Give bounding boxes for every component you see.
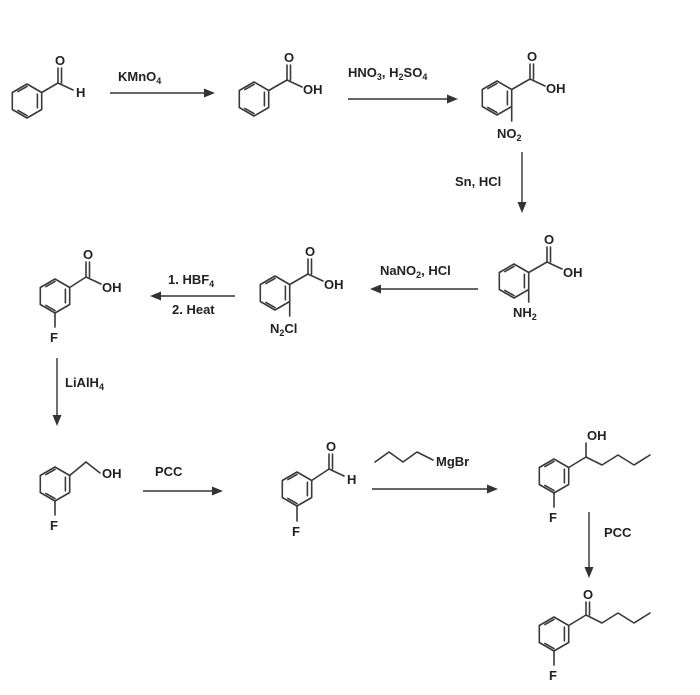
reagent-pcc-1: PCC — [155, 464, 183, 479]
benzene-ring — [39, 278, 71, 314]
grignard-reagent: MgBr — [374, 451, 469, 469]
hydrogen-label: H — [347, 472, 356, 487]
benzene-ring — [538, 458, 570, 494]
reaction-arrow-5 — [150, 291, 235, 301]
hydroxyl-label: OH — [587, 428, 607, 443]
hydroxyl-label: OH — [303, 82, 323, 97]
reagent-nitration: HNO3, H2SO4 — [348, 65, 427, 82]
oxygen-label: O — [527, 49, 537, 64]
benzene-ring — [238, 81, 270, 117]
molecule-3-nitrobenzoic-acid: O OH NO2 — [481, 49, 566, 143]
reaction-arrow-9 — [584, 512, 594, 578]
oxygen-label: O — [83, 247, 93, 262]
molecule-1-(3-fluorophenyl)pentan-1-one: O F — [538, 587, 651, 683]
hydroxyl-label: OH — [102, 280, 122, 295]
fluorine-label: F — [50, 518, 58, 533]
molecule-1-(3-fluorophenyl)pentan-1-ol: OH F — [538, 428, 651, 525]
fluorine-label: F — [292, 524, 300, 539]
oxygen-label: O — [326, 439, 336, 454]
reagent-sn-hcl: Sn, HCl — [455, 174, 501, 189]
hydroxyl-label: OH — [563, 265, 583, 280]
reaction-arrow-2 — [348, 94, 458, 104]
molecule-benzaldehyde: O H — [11, 53, 85, 119]
fluorine-label: F — [549, 510, 557, 525]
reagent-heat: 2. Heat — [172, 302, 215, 317]
reagent-mgbr: MgBr — [436, 454, 469, 469]
oxygen-label: O — [544, 232, 554, 247]
hydroxyl-label: OH — [324, 277, 344, 292]
molecule-3-fluorobenzaldehyde: O H F — [281, 439, 356, 539]
molecule-3-diazonium-benzoic-acid: O OH N2Cl — [259, 244, 344, 338]
benzene-ring — [259, 275, 291, 311]
benzene-ring — [498, 263, 530, 299]
reaction-arrow-4 — [370, 284, 478, 294]
benzene-ring — [538, 616, 570, 652]
benzene-ring — [39, 466, 71, 502]
oxygen-label: O — [583, 587, 593, 602]
amino-group-label: NH2 — [513, 305, 537, 322]
oxygen-label: O — [55, 53, 65, 68]
reaction-arrow-8 — [372, 484, 498, 494]
benzene-ring — [481, 80, 513, 116]
reagent-lialh4: LiAlH4 — [65, 375, 104, 392]
reagent-kmno4: KMnO4 — [118, 69, 161, 86]
molecule-3-fluorobenzoic-acid: O OH F — [39, 247, 122, 345]
reagent-diazotization: NaNO2, HCl — [380, 263, 451, 280]
reagent-pcc-2: PCC — [604, 525, 632, 540]
reaction-arrow-7 — [143, 486, 223, 496]
molecule-3-aminobenzoic-acid: O OH NH2 — [498, 232, 583, 322]
hydroxyl-label: OH — [102, 466, 122, 481]
nitro-group-label: NO2 — [497, 126, 522, 143]
molecule-3-fluorobenzyl-alcohol: OH F — [39, 461, 122, 533]
reagent-hbf4: 1. HBF4 — [168, 272, 214, 289]
benzene-ring — [281, 471, 313, 507]
oxygen-label: O — [284, 50, 294, 65]
fluorine-label: F — [50, 330, 58, 345]
oxygen-label: O — [305, 244, 315, 259]
reaction-arrow-6 — [52, 358, 62, 426]
reaction-arrow-3 — [517, 152, 527, 213]
benzene-ring — [11, 83, 43, 119]
molecule-benzoic-acid: O OH — [238, 50, 323, 117]
fluorine-label: F — [549, 668, 557, 683]
diazonium-group-label: N2Cl — [270, 321, 297, 338]
hydrogen-label: H — [76, 85, 85, 100]
reaction-arrow-1 — [110, 88, 215, 98]
hydroxyl-label: OH — [546, 81, 566, 96]
